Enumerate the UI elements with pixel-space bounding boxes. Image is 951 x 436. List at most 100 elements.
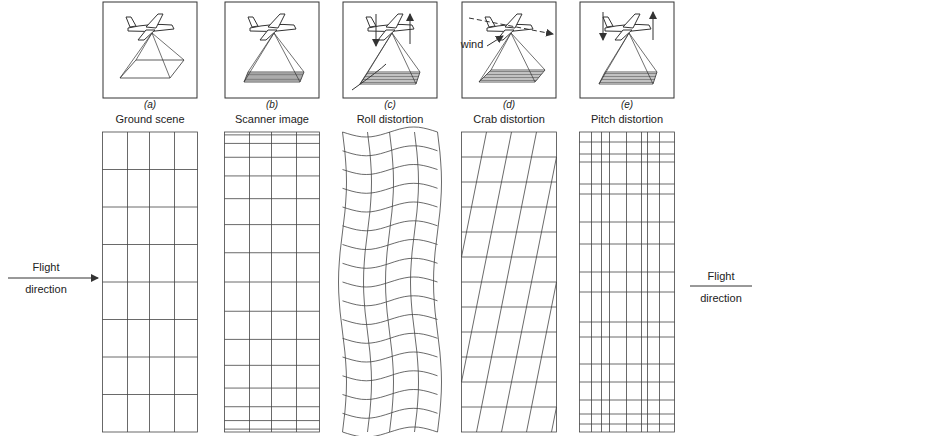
scan-line bbox=[601, 81, 655, 82]
grid-line bbox=[343, 183, 438, 193]
grid-line bbox=[103, 357, 198, 358]
scan-line bbox=[601, 79, 654, 80]
image-frame bbox=[462, 132, 557, 432]
scan-line bbox=[247, 75, 303, 76]
footprint bbox=[244, 72, 304, 82]
grid-line bbox=[225, 224, 320, 225]
image-frame bbox=[103, 132, 198, 432]
grid-line bbox=[591, 132, 592, 432]
grid-line bbox=[462, 257, 557, 258]
grid-line bbox=[462, 207, 557, 208]
grid-line bbox=[580, 154, 675, 155]
grid-line bbox=[225, 282, 320, 283]
scan-ray bbox=[392, 33, 420, 72]
tail bbox=[366, 17, 376, 27]
wing bbox=[615, 14, 640, 40]
image-frame bbox=[225, 132, 320, 432]
panel-letter: (d) bbox=[479, 99, 539, 110]
wind-label: wind bbox=[457, 38, 487, 50]
scan-ray bbox=[152, 33, 184, 60]
scan-line bbox=[487, 74, 542, 75]
footprint bbox=[599, 72, 657, 84]
tail bbox=[248, 17, 258, 27]
panel-letter: (c) bbox=[360, 99, 420, 110]
grid-line bbox=[462, 182, 557, 183]
grid-line bbox=[580, 322, 675, 323]
scan-line bbox=[604, 73, 656, 74]
grid-line bbox=[580, 194, 675, 195]
scan-line bbox=[485, 76, 540, 77]
grid-line bbox=[580, 382, 675, 383]
scan-line bbox=[245, 80, 301, 81]
grid-line bbox=[103, 207, 198, 208]
scan-line bbox=[366, 75, 419, 76]
pitch-arrow bbox=[653, 12, 654, 40]
grid-line bbox=[580, 414, 675, 415]
grid-line bbox=[343, 240, 438, 250]
scan-line bbox=[248, 73, 304, 74]
grid-line bbox=[339, 132, 347, 432]
scan-line bbox=[600, 82, 654, 83]
grid-line bbox=[580, 184, 675, 185]
scan-line bbox=[362, 81, 417, 82]
grid-line bbox=[580, 162, 675, 163]
grid-line bbox=[343, 258, 438, 268]
picture-frame bbox=[580, 2, 674, 98]
aircraft bbox=[366, 14, 414, 40]
grid-line bbox=[580, 142, 675, 143]
pitch-arrow bbox=[603, 12, 604, 40]
terrain bbox=[352, 64, 386, 90]
scan-ray bbox=[274, 33, 304, 72]
grid-line bbox=[103, 282, 198, 283]
wing bbox=[378, 14, 403, 40]
grid-line bbox=[343, 390, 438, 400]
scan-line bbox=[604, 75, 657, 76]
flight-direction-label: Flight direction bbox=[692, 265, 750, 309]
scan-line bbox=[482, 79, 538, 80]
grid-line bbox=[343, 146, 438, 156]
flight-direction-label: Flight direction bbox=[18, 256, 74, 300]
grid-line bbox=[641, 132, 642, 432]
grid-line bbox=[103, 319, 198, 320]
scan-line bbox=[481, 80, 537, 81]
grid-line bbox=[462, 232, 557, 233]
picture-frame bbox=[462, 2, 556, 98]
tail bbox=[485, 17, 495, 27]
scan-line bbox=[247, 74, 303, 75]
grid-line bbox=[462, 357, 557, 358]
grid-line bbox=[411, 132, 419, 432]
grid-line bbox=[225, 134, 320, 135]
grid-line bbox=[659, 132, 660, 432]
scan-line bbox=[364, 78, 418, 79]
grid-line bbox=[462, 407, 557, 408]
roll-arrow bbox=[376, 14, 377, 46]
grid-line bbox=[225, 365, 320, 366]
scan-ray bbox=[511, 33, 545, 70]
scan-line bbox=[245, 79, 301, 80]
flight-line bbox=[690, 286, 752, 287]
panel-caption: Ground scene bbox=[92, 113, 208, 125]
grid-line bbox=[103, 244, 198, 245]
picture-frame bbox=[103, 2, 197, 98]
wing bbox=[138, 14, 163, 40]
grid-line bbox=[462, 332, 557, 333]
grid-line bbox=[364, 132, 372, 432]
scan-line bbox=[361, 82, 417, 83]
panel-caption: Scanner image bbox=[214, 113, 330, 125]
tail bbox=[603, 17, 613, 27]
aircraft bbox=[603, 14, 651, 40]
grid-line bbox=[225, 198, 320, 199]
grid-line bbox=[580, 292, 675, 293]
heading-line bbox=[469, 18, 553, 34]
flight-arrow bbox=[8, 278, 98, 279]
picture-frame bbox=[343, 2, 437, 98]
panel-caption: Pitch distortion bbox=[569, 113, 685, 125]
grid-line bbox=[462, 157, 557, 158]
grid-line bbox=[225, 429, 320, 430]
grid-line bbox=[225, 143, 320, 144]
grid-line bbox=[647, 132, 648, 432]
grid-line bbox=[225, 252, 320, 253]
grid-line bbox=[225, 339, 320, 340]
grid-line bbox=[580, 424, 675, 425]
scan-line bbox=[488, 73, 543, 74]
